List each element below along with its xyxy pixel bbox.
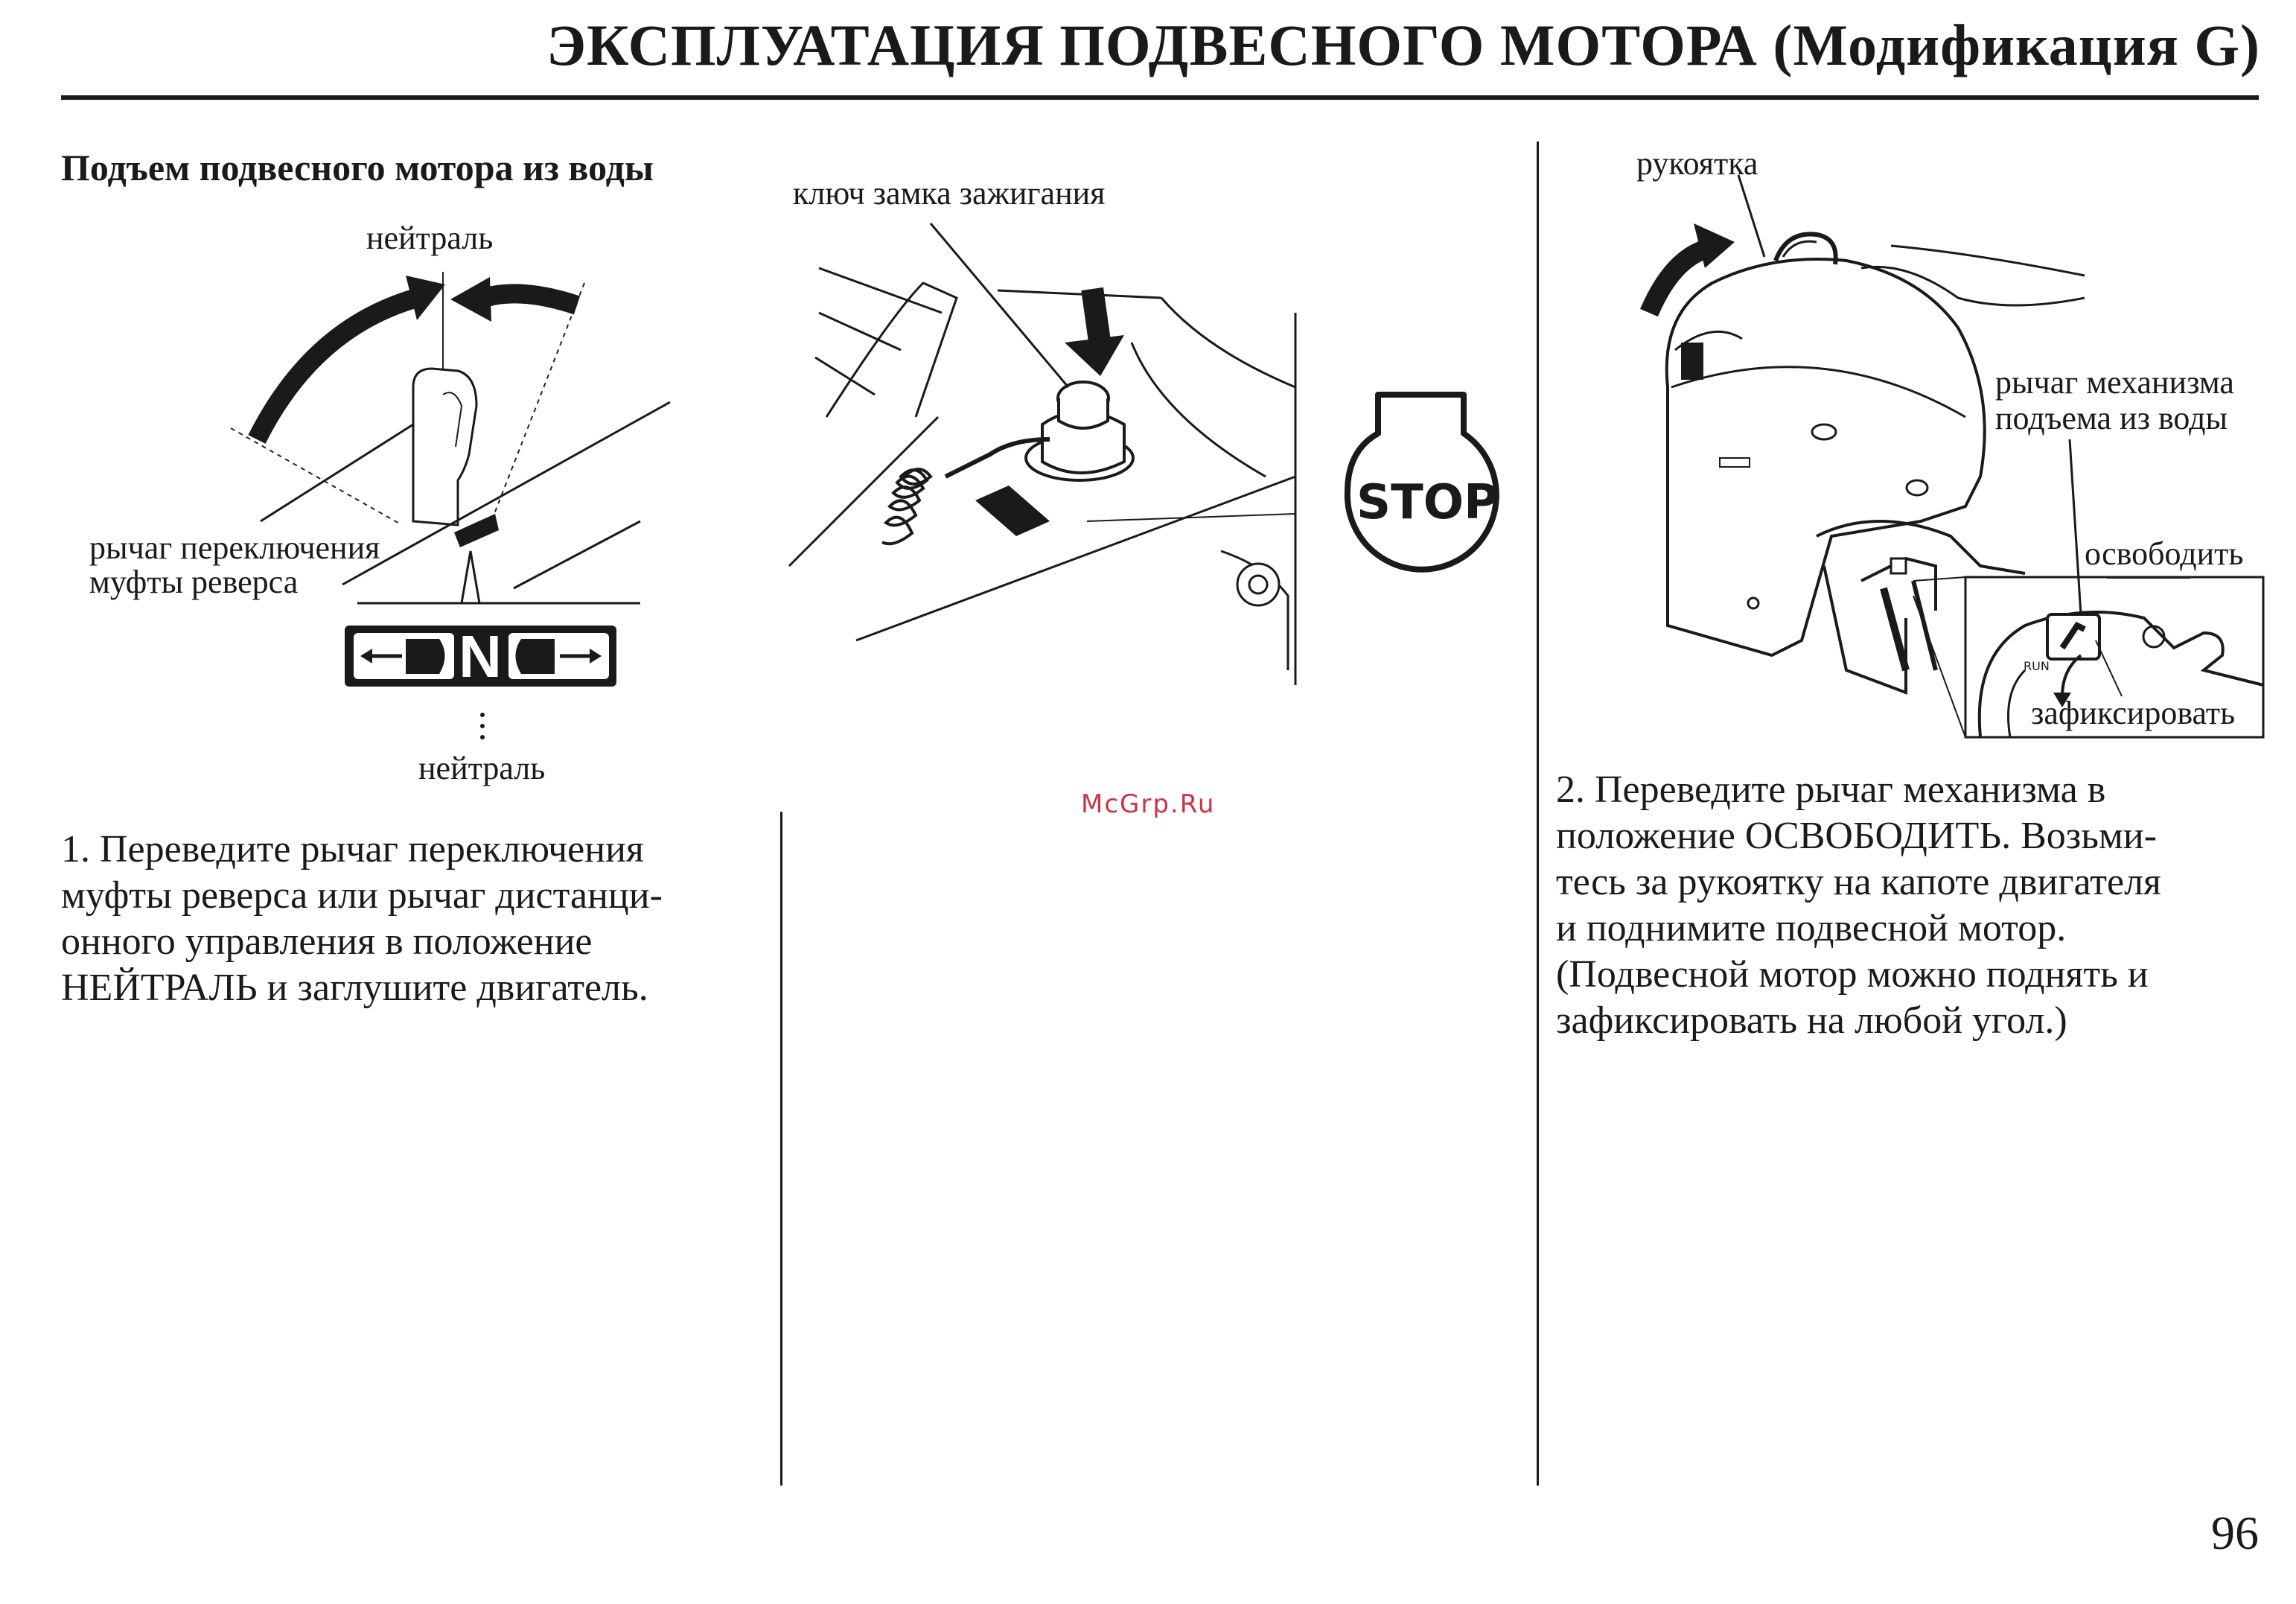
step-1-line: 1. Переведите рычаг переключения: [61, 828, 644, 871]
stop-symbol-text: STOP: [1356, 475, 1499, 530]
indicator-neutral-letter: N: [459, 623, 502, 690]
label-handle: рукоятка: [1636, 145, 1758, 182]
column-divider-2: [1537, 141, 1539, 1486]
page-number: 96: [2211, 1506, 2259, 1559]
label-tilt-lever-1: рычаг механизма: [1995, 364, 2234, 401]
header-rule: [61, 95, 2259, 100]
watermark: McGrp.Ru: [1081, 789, 1216, 819]
label-neutral-bottom: нейтраль: [418, 750, 546, 786]
label-release: освободить: [2085, 535, 2244, 572]
step-2-line: зафиксировать на любой угол.): [1556, 999, 2067, 1042]
step-1-line: онного управления в положение: [61, 920, 593, 963]
label-lock: зафиксировать: [2031, 695, 2236, 731]
label-neutral-top: нейтраль: [366, 220, 494, 256]
step-2-text: 2. Переведите рычаг механизма в положени…: [1556, 767, 2161, 1044]
label-shift-lever-2: муфты реверса: [89, 564, 299, 600]
label-run: RUN: [2024, 659, 2050, 673]
step-2-line: (Подвесной мотор можно поднять и: [1556, 953, 2149, 996]
label-tilt-lever-2: подъема из воды: [1995, 400, 2228, 436]
step-2-line: положение ОСВОБОДИТЬ. Возьми-: [1556, 815, 2158, 857]
label-ignition-key: ключ замка зажигания: [793, 175, 1106, 211]
label-shift-lever-1: рычаг переключения: [89, 529, 380, 566]
step-2-line: тесь за рукоятку на капоте двигателя: [1556, 861, 2161, 903]
step-1-line: муфты реверса или рычаг дистанци-: [61, 874, 663, 917]
column-divider-1: [780, 812, 782, 1486]
step-1-text: 1. Переведите рычаг переключения муфты р…: [61, 827, 663, 1011]
step-2-line: и поднимите подвесной мотор.: [1556, 907, 2067, 949]
section-heading: Подъем подвесного мотора из воды: [61, 147, 654, 188]
step-2-line: 2. Переведите рычаг механизма в: [1556, 768, 2106, 811]
step-1-line: НЕЙТРАЛЬ и заглушите двигатель.: [61, 967, 648, 1009]
page-title: ЭКСПЛУАТАЦИЯ ПОДВЕСНОГО МОТОРА (Модифика…: [546, 13, 2260, 77]
